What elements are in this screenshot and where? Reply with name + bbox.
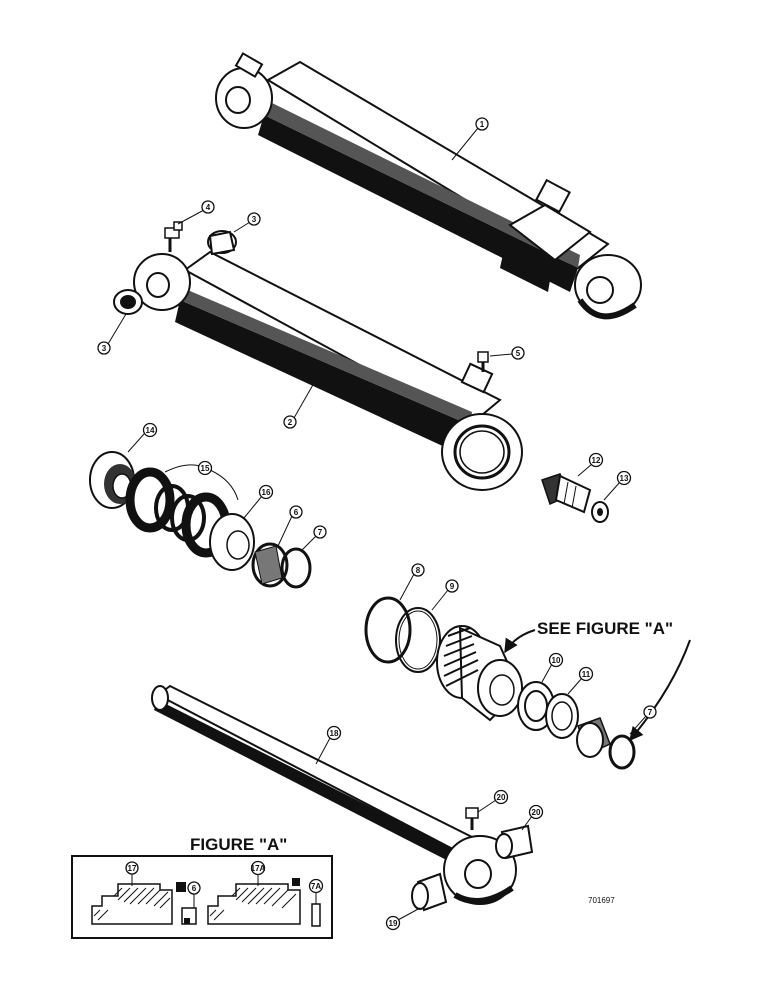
backup-ring-9 bbox=[395, 607, 441, 673]
callout-16: 16 bbox=[243, 484, 274, 519]
callout-8: 8 bbox=[399, 563, 425, 601]
callout-15: 15 bbox=[164, 460, 239, 501]
grease-fitting-4 bbox=[164, 221, 183, 252]
seal-10 bbox=[517, 681, 555, 731]
seal-kit-15 bbox=[125, 467, 231, 558]
bushing-3-left bbox=[113, 289, 143, 315]
bolt-12 bbox=[541, 473, 592, 514]
callout-label-6: 6 bbox=[294, 508, 299, 517]
callout-label-15: 15 bbox=[201, 464, 210, 473]
callout-label-2: 2 bbox=[288, 418, 293, 427]
callout-label-4: 4 bbox=[206, 203, 211, 212]
callout-11: 11 bbox=[567, 666, 594, 695]
callout-1: 1 bbox=[451, 117, 489, 161]
callout-14: 14 bbox=[127, 422, 158, 453]
backup-ring-6 bbox=[251, 542, 289, 588]
callout-12: 12 bbox=[577, 452, 604, 477]
wear-ring-16 bbox=[209, 513, 255, 571]
callout-label-5: 5 bbox=[516, 349, 521, 358]
callout-label-12: 12 bbox=[592, 456, 601, 465]
figure-a-title: FIGURE "A" bbox=[190, 835, 287, 854]
wiper-11 bbox=[545, 693, 579, 739]
inset-callout-6: 6 bbox=[192, 884, 197, 893]
callout-label-3b: 3 bbox=[102, 344, 107, 353]
bushing-3-right bbox=[207, 230, 237, 256]
o-ring-7-lower bbox=[608, 734, 636, 770]
callout-label-18: 18 bbox=[330, 729, 339, 738]
callout-10: 10 bbox=[541, 652, 564, 683]
callout-6: 6 bbox=[277, 505, 303, 547]
callout-2: 2 bbox=[283, 375, 319, 429]
callout-7-upper: 7 bbox=[301, 525, 327, 551]
callout-label-20b: 20 bbox=[532, 808, 541, 817]
callout-9: 9 bbox=[431, 579, 459, 611]
callout-20-bushing: 20 bbox=[521, 804, 544, 831]
cylinder-assembly-part-1 bbox=[215, 52, 642, 320]
piston-rod-18 bbox=[151, 684, 517, 905]
cylinder-head-17 bbox=[436, 625, 523, 722]
o-ring-7-upper bbox=[280, 547, 312, 589]
callout-label-1: 1 bbox=[480, 120, 485, 129]
callout-4: 4 bbox=[177, 200, 215, 225]
see-figure-a-callout: SEE FIGURE "A" bbox=[504, 619, 691, 742]
inset-callout-7a: 7A bbox=[311, 882, 321, 891]
callout-label-14: 14 bbox=[146, 426, 155, 435]
grease-fitting-20 bbox=[465, 807, 479, 830]
grease-fitting-5 bbox=[477, 351, 489, 372]
callout-label-3a: 3 bbox=[252, 215, 257, 224]
callout-3-left: 3 bbox=[97, 313, 127, 355]
callout-5: 5 bbox=[489, 346, 525, 360]
see-figure-a-label: SEE FIGURE "A" bbox=[537, 619, 673, 638]
callout-20-fitting: 20 bbox=[477, 789, 509, 813]
inset-callout-17: 17 bbox=[128, 864, 137, 873]
callout-3-right: 3 bbox=[233, 212, 261, 233]
drawing-number: 701697 bbox=[588, 896, 615, 905]
figure-a-section-17a: 17A 7A bbox=[207, 860, 324, 927]
inset-callout-17a: 17A bbox=[251, 864, 266, 873]
figure-a-section-17: 17 6 bbox=[91, 861, 201, 925]
callout-label-11: 11 bbox=[582, 670, 591, 679]
callout-label-20a: 20 bbox=[497, 793, 506, 802]
callout-label-9: 9 bbox=[450, 582, 455, 591]
cylinder-barrel-part-2 bbox=[133, 250, 523, 491]
bushing-20 bbox=[495, 824, 534, 860]
callout-label-7b: 7 bbox=[648, 708, 653, 717]
callout-19: 19 bbox=[385, 907, 421, 931]
washer-13 bbox=[591, 501, 609, 523]
backup-ring-6-lower bbox=[576, 717, 611, 758]
callout-label-13: 13 bbox=[620, 474, 629, 483]
callout-label-7a: 7 bbox=[318, 528, 323, 537]
o-ring-8 bbox=[364, 596, 412, 664]
callout-7-lower: 7 bbox=[629, 705, 657, 735]
bushing-19 bbox=[411, 872, 448, 912]
figure-a-inset: FIGURE "A" 17 6 bbox=[71, 835, 333, 939]
callout-13: 13 bbox=[603, 470, 632, 501]
callout-label-8: 8 bbox=[416, 566, 421, 575]
callout-18: 18 bbox=[315, 725, 342, 765]
callout-label-19: 19 bbox=[389, 919, 398, 928]
callout-label-10: 10 bbox=[552, 656, 561, 665]
callout-label-16: 16 bbox=[262, 488, 271, 497]
